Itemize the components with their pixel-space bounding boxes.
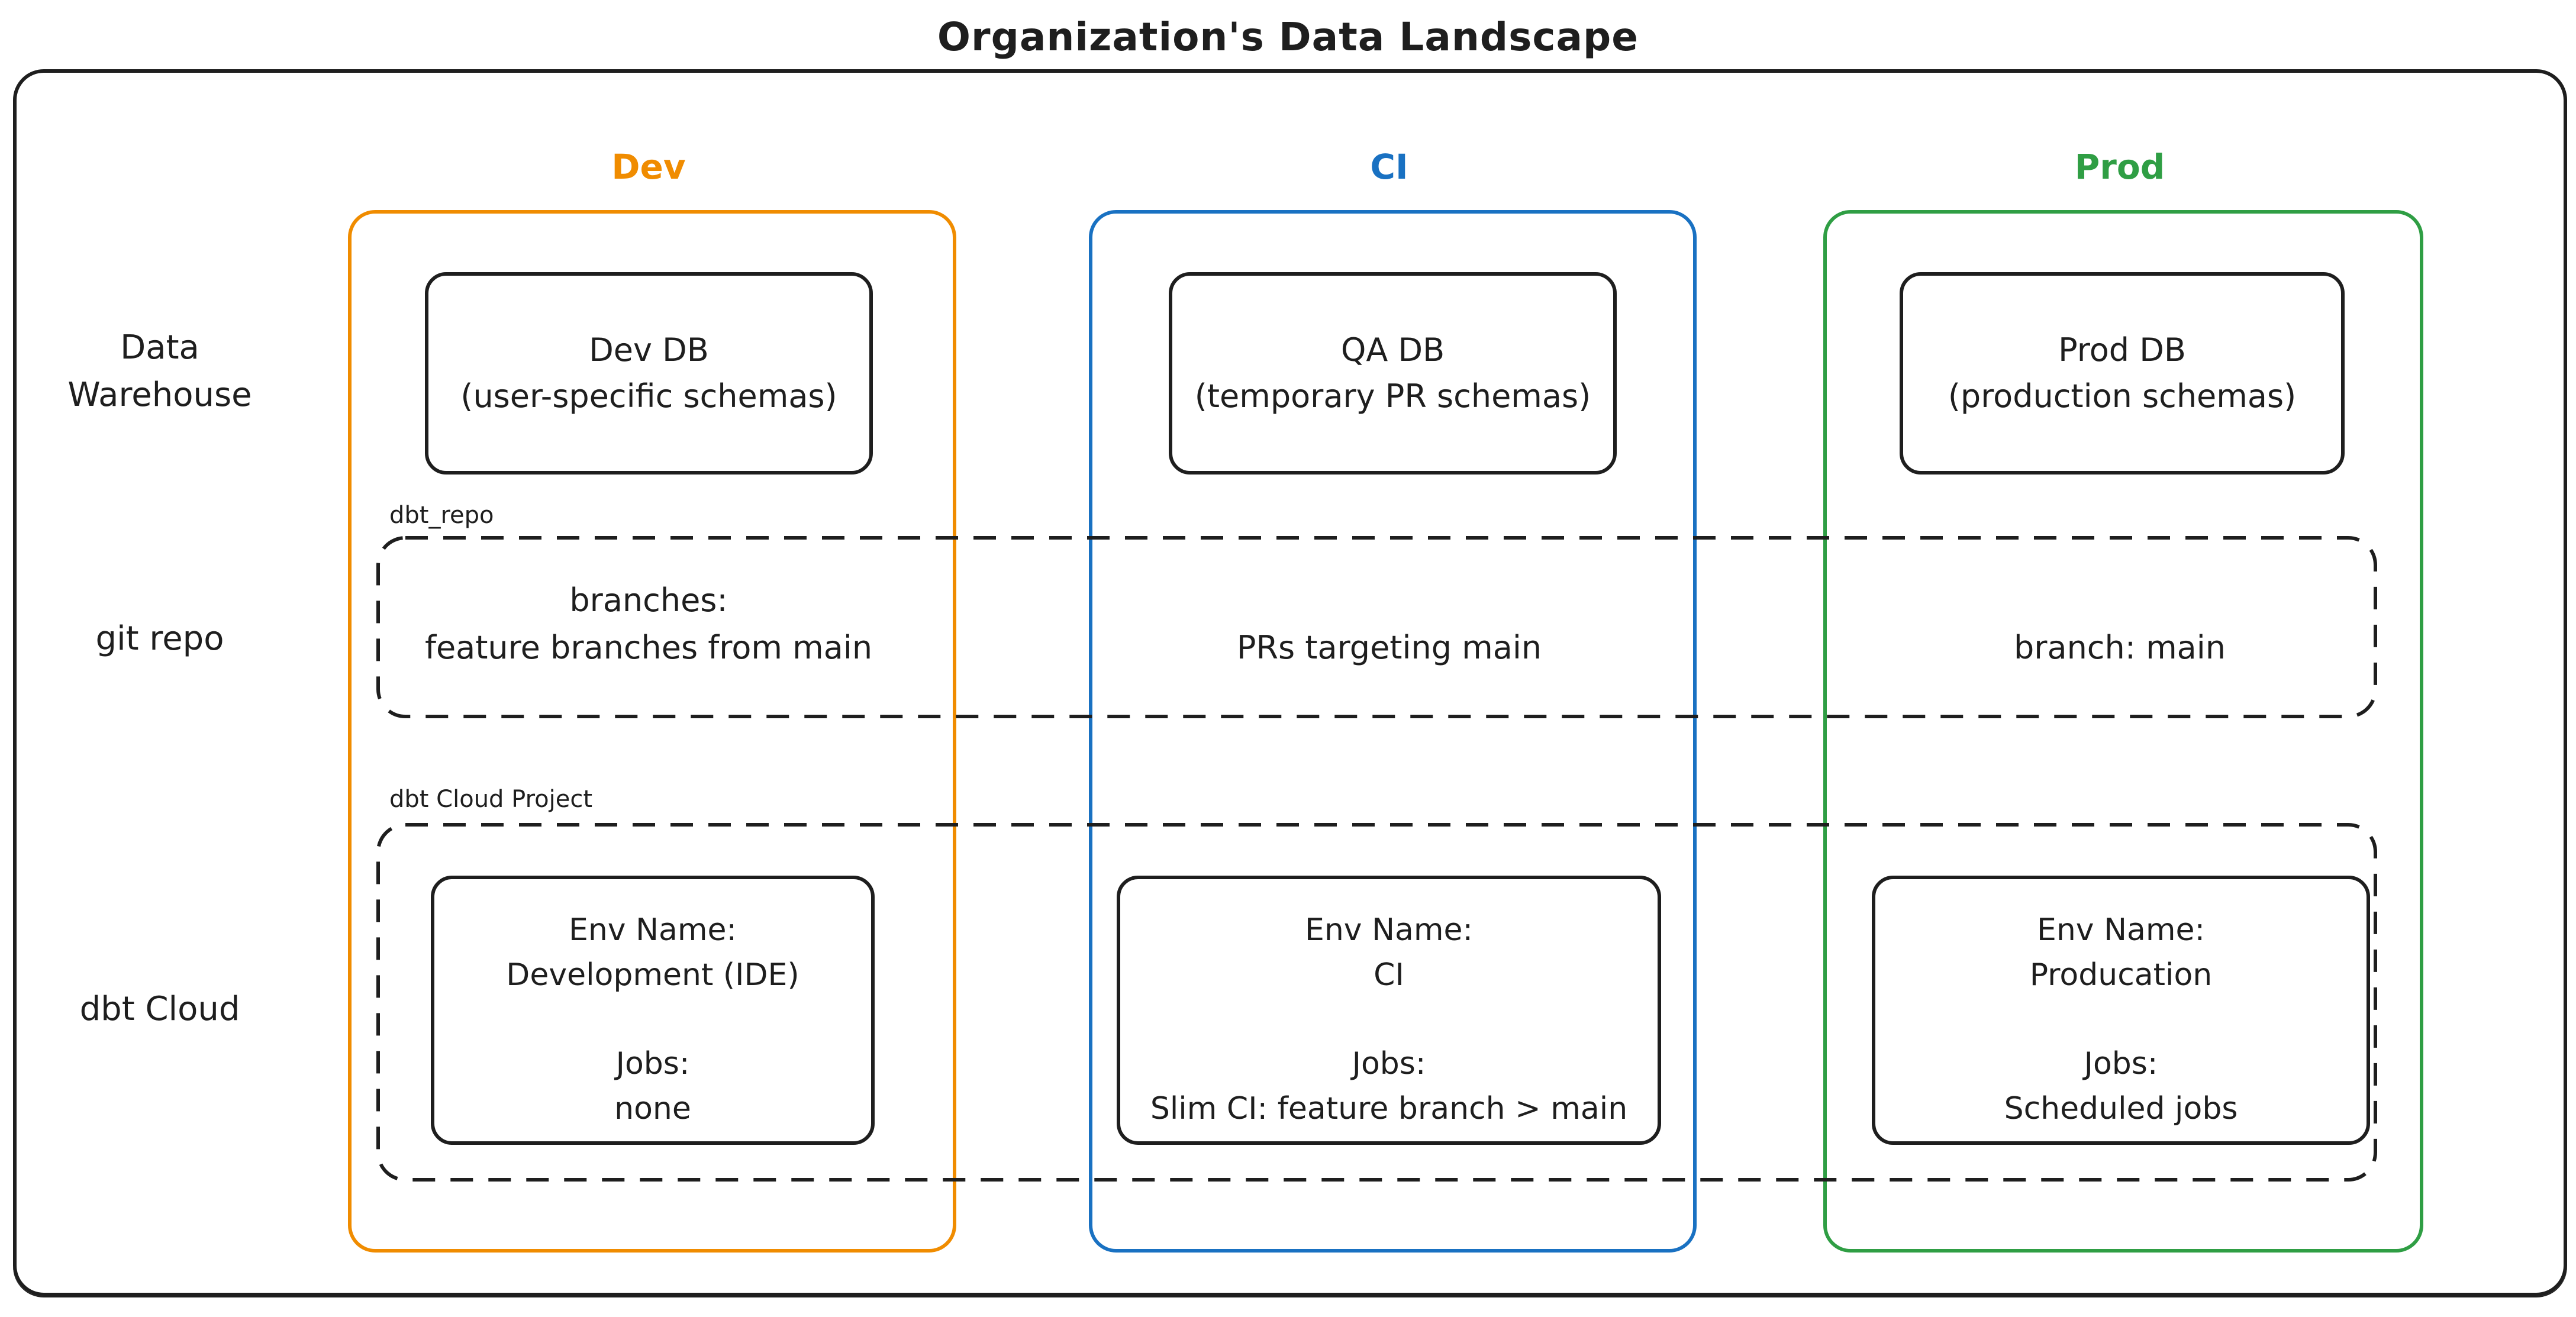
qa-db-title: QA DB xyxy=(1340,331,1445,369)
dbt-cloud-project-dashed-box xyxy=(376,822,2378,1182)
column-header-ci: CI xyxy=(1370,147,1408,187)
dev-db-box: Dev DB (user-specific schemas) xyxy=(425,272,873,474)
ci-jobs-value: Slim CI: feature branch > main xyxy=(1150,1091,1628,1126)
row-label-data-warehouse-line1: Data xyxy=(120,328,199,367)
ci-environment-container xyxy=(1089,210,1697,1253)
row-label-dbt-cloud: dbt Cloud xyxy=(79,990,240,1028)
row-label-data-warehouse-line2: Warehouse xyxy=(67,376,252,414)
dev-db-subtitle: (user-specific schemas) xyxy=(460,377,837,415)
dbt-cloud-project-label: dbt Cloud Project xyxy=(389,786,593,813)
column-header-dev: Dev xyxy=(611,147,686,187)
repo-cell-ci: PRs targeting main xyxy=(1236,629,1542,666)
dev-jobs-label: Jobs: xyxy=(615,1046,690,1082)
dev-jobs-value: none xyxy=(614,1091,691,1126)
repo-cell-dev: branches: feature branches from main xyxy=(348,577,949,672)
ci-env-name-value: CI xyxy=(1374,957,1404,993)
qa-db-subtitle: (temporary PR schemas) xyxy=(1194,377,1591,415)
prod-jobs-label: Jobs: xyxy=(2084,1046,2158,1082)
dashed-border-graphic xyxy=(376,536,2377,718)
dbt-repo-dashed-box xyxy=(376,535,2378,719)
page-title: Organization's Data Landscape xyxy=(937,14,1639,60)
qa-db-box: QA DB (temporary PR schemas) xyxy=(1169,272,1617,474)
prod-env-name-value: Producation xyxy=(2029,957,2213,993)
prod-db-box: Prod DB (production schemas) xyxy=(1900,272,2345,474)
prod-db-subtitle: (production schemas) xyxy=(1948,377,2297,415)
repo-cell-prod: branch: main xyxy=(2014,629,2226,666)
row-label-git-repo: git repo xyxy=(95,619,224,658)
column-header-prod: Prod xyxy=(2074,147,2165,187)
prod-environment-container xyxy=(1823,210,2423,1253)
ci-env-box: Env Name: CI Jobs: Slim CI: feature bran… xyxy=(1117,876,1661,1145)
prod-env-name-label: Env Name: xyxy=(2036,912,2206,948)
dbt-repo-label: dbt_repo xyxy=(389,502,494,529)
dev-env-box: Env Name: Development (IDE) Jobs: none xyxy=(431,876,875,1145)
dev-env-name-value: Development (IDE) xyxy=(506,957,799,993)
repo-cell-dev-line1: branches: xyxy=(569,582,728,619)
dev-db-title: Dev DB xyxy=(589,331,709,369)
row-label-data-warehouse: Data Warehouse xyxy=(30,324,290,419)
dev-env-name-label: Env Name: xyxy=(568,912,737,948)
repo-cell-dev-line2: feature branches from main xyxy=(424,629,873,666)
landscape-outer-frame xyxy=(13,69,2567,1296)
ci-jobs-label: Jobs: xyxy=(1352,1046,1426,1082)
prod-db-title: Prod DB xyxy=(2058,331,2186,369)
ci-env-name-label: Env Name: xyxy=(1304,912,1474,948)
prod-env-box: Env Name: Producation Jobs: Scheduled jo… xyxy=(1872,876,2370,1145)
dev-environment-container xyxy=(348,210,956,1253)
dashed-border-graphic xyxy=(376,823,2377,1182)
prod-jobs-value: Scheduled jobs xyxy=(2004,1091,2238,1126)
